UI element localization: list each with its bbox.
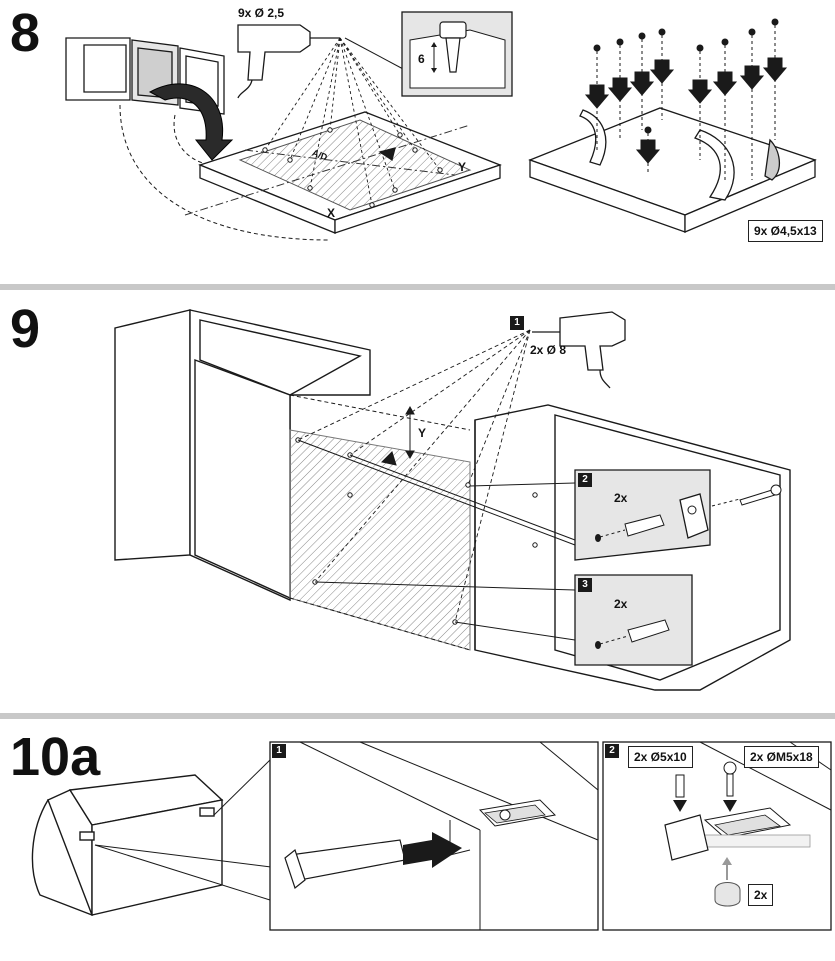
divider-top — [0, 284, 835, 290]
drill-label-9: 2x Ø 8 — [530, 343, 567, 357]
panel-10a-1 — [269, 741, 599, 931]
step-number-9: 9 — [10, 299, 41, 359]
cabinet-left — [114, 309, 471, 651]
depth-detail-inset — [401, 11, 513, 97]
y-label-9: Y — [418, 426, 427, 440]
cabinet-10a — [31, 774, 224, 917]
qty-label-9-3: 2x — [614, 597, 628, 611]
step-number-8: 8 — [10, 3, 41, 63]
step-number-10a: 10a — [10, 727, 101, 787]
wall-bracket-inset — [297, 439, 782, 561]
y-label-8: Y — [458, 160, 467, 174]
drill-label-8: 9x Ø 2,5 — [238, 6, 285, 20]
board-step8-right — [528, 107, 817, 233]
flip-arrow-icon — [148, 83, 234, 161]
x-label-8: X — [327, 206, 336, 220]
drill-icon — [237, 24, 340, 99]
panel-10a-2 — [602, 741, 832, 931]
sub-step-9-1: 1 — [510, 316, 524, 330]
sub-step-10a-2: 2 — [605, 744, 619, 758]
depth-label: 6 — [418, 52, 425, 66]
screw-size-label-8: 9x Ø4,5x13 — [748, 220, 823, 242]
divider-bottom — [0, 713, 835, 719]
sub-step-10a-1: 1 — [272, 744, 286, 758]
screw-arrows — [584, 18, 788, 180]
sub-step-9-2: 2 — [578, 473, 592, 487]
sub-step-9-3: 3 — [578, 578, 592, 592]
qty-label-9-2: 2x — [614, 491, 628, 505]
screw-size-label-10a: 2x ØM5x18 — [744, 746, 819, 768]
bolt-size-label: 2x Ø5x10 — [628, 746, 693, 768]
board-step8 — [184, 111, 502, 234]
anchor-inset — [314, 574, 693, 666]
cap-qty-label: 2x — [748, 884, 774, 906]
drill-9-icon — [532, 311, 626, 389]
